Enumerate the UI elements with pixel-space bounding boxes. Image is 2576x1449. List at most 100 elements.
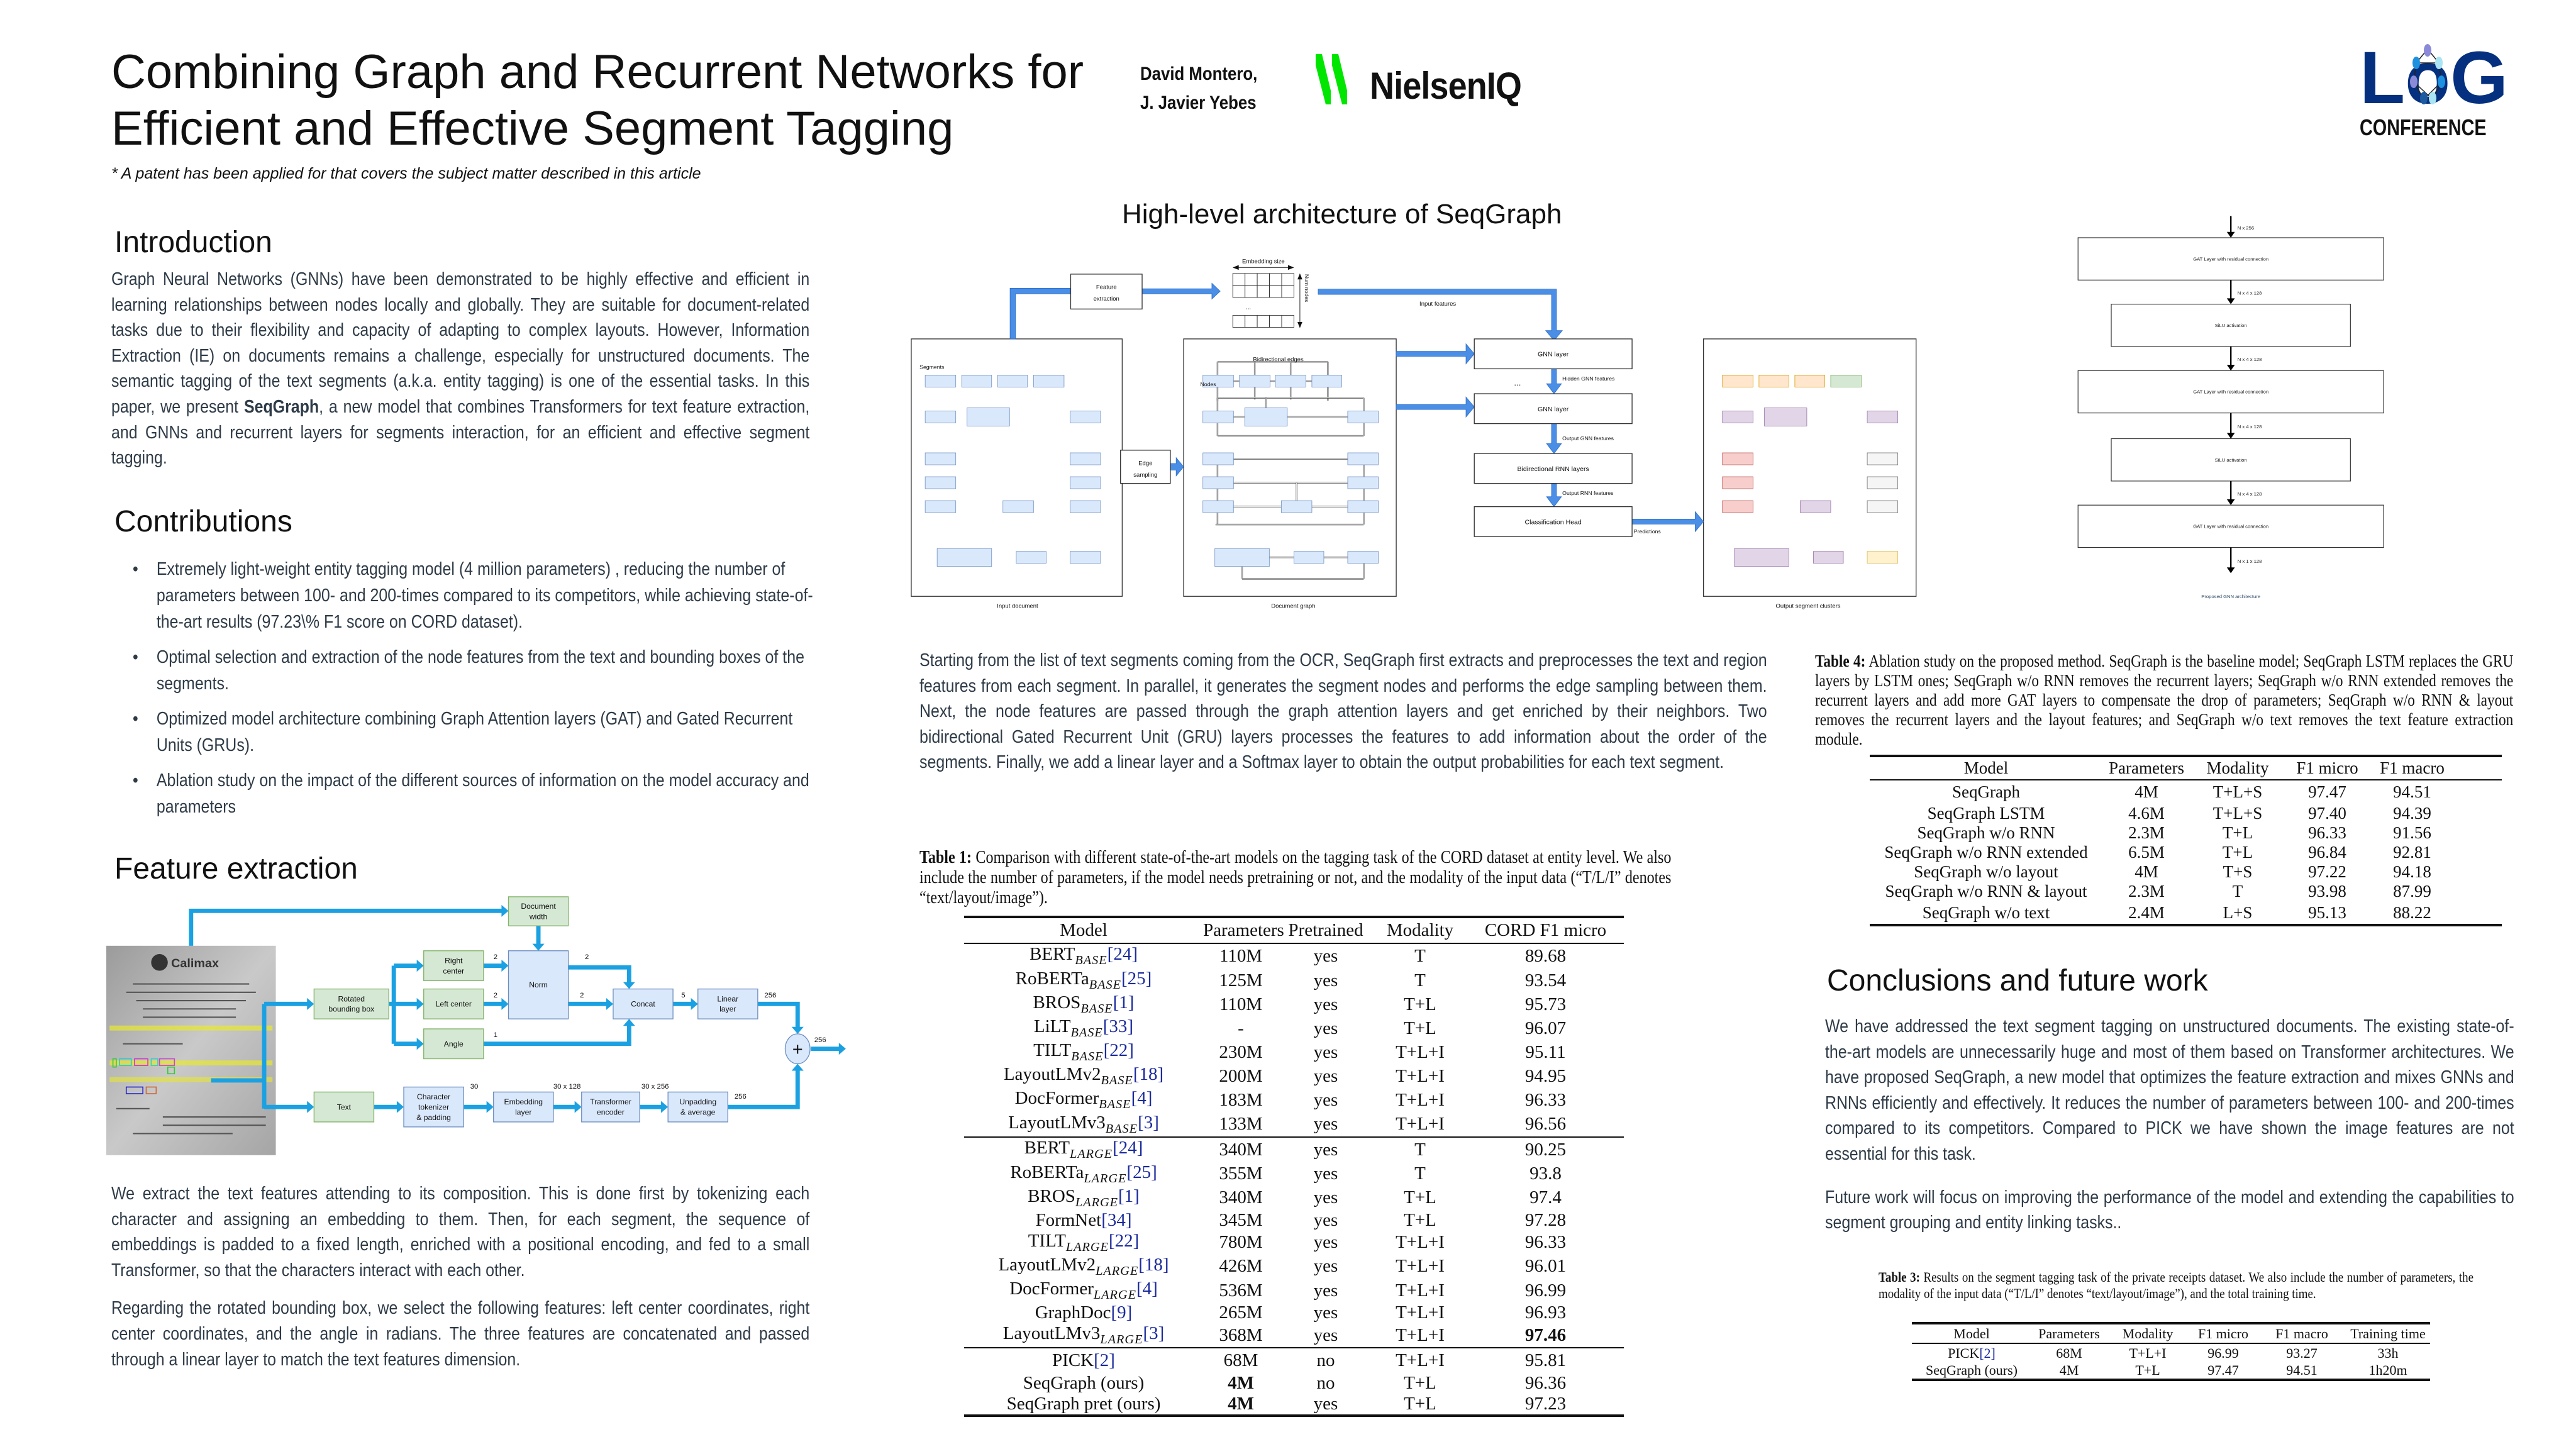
citation-link[interactable]: [25] bbox=[1121, 969, 1152, 989]
model-size-subscript: BASE bbox=[1099, 1097, 1131, 1112]
modality-cell: T+L bbox=[1404, 1018, 1436, 1038]
dim-label: 2 bbox=[494, 992, 497, 999]
flow-arrow bbox=[757, 1001, 800, 1028]
intro-model-name: SeqGraph bbox=[243, 396, 319, 417]
citation-link[interactable]: [1] bbox=[1118, 1185, 1140, 1206]
citation-link[interactable]: [3] bbox=[1138, 1112, 1159, 1133]
citation-link[interactable]: [22] bbox=[1103, 1040, 1134, 1061]
table1-caption: Table 1: Comparison with different state… bbox=[919, 848, 1671, 908]
nielseniq-logo: NielsenIQ bbox=[1316, 53, 1567, 116]
citation-link[interactable]: [4] bbox=[1131, 1088, 1153, 1109]
model-cell: LayoutLMv2LARGE[18] bbox=[964, 1255, 1203, 1279]
model-size-subscript: LARGE bbox=[1096, 1264, 1139, 1279]
citation-link[interactable]: [24] bbox=[1113, 1138, 1143, 1158]
citation-link[interactable]: [25] bbox=[1126, 1162, 1157, 1182]
f1-macro-cell: 94.39 bbox=[2393, 804, 2431, 823]
pretrained-cell: no bbox=[1316, 1350, 1335, 1371]
parameters-cell: 110M bbox=[1219, 994, 1263, 1014]
unpadding-box: Unpadding& average bbox=[667, 1091, 728, 1123]
flow-arrow bbox=[1396, 396, 1475, 418]
graph-node bbox=[1347, 500, 1379, 513]
model-cell: PICK[2] bbox=[964, 1348, 1203, 1373]
arrowhead bbox=[661, 1101, 669, 1113]
f1-micro-cell: 96.99 bbox=[2207, 1345, 2239, 1361]
input-segment bbox=[924, 411, 957, 423]
parameters-cell: 4M bbox=[2135, 782, 2158, 801]
column-header: CORD F1 micro bbox=[1484, 920, 1607, 940]
modality-cell: T+L+S bbox=[2212, 804, 2263, 823]
norm-label: Norm bbox=[529, 980, 548, 989]
citation-link[interactable]: [22] bbox=[1108, 1230, 1140, 1251]
f1-cell: 97.28 bbox=[1524, 1209, 1567, 1230]
citation-link[interactable]: [3] bbox=[1143, 1323, 1165, 1344]
model-size-subscript: BASE bbox=[1070, 1026, 1103, 1040]
gnn-layer-1-label: GNN layer bbox=[1538, 351, 1569, 358]
log-logo-mark-icon: LoG bbox=[2360, 36, 2508, 119]
citation-link[interactable]: [9] bbox=[1111, 1302, 1133, 1323]
patent-note: * A patent has been applied for that cov… bbox=[111, 165, 701, 182]
nodes-label: Nodes bbox=[1200, 381, 1216, 387]
modality-cell: T bbox=[1414, 1139, 1426, 1160]
model-cell: RoBERTaBASE[25] bbox=[964, 969, 1203, 992]
output-segment-orange bbox=[1722, 375, 1753, 387]
citation-link[interactable]: [1] bbox=[1113, 992, 1135, 1013]
pretrained-cell: yes bbox=[1313, 1394, 1338, 1414]
graph-node bbox=[1239, 375, 1270, 387]
graph-node bbox=[1347, 452, 1379, 465]
citation-link[interactable]: [18] bbox=[1133, 1064, 1164, 1085]
modality-cell: T+L+I bbox=[1396, 1302, 1445, 1323]
introduction-heading: Introduction bbox=[114, 226, 272, 259]
citation-link[interactable]: [2] bbox=[1979, 1345, 1996, 1361]
model-cell: DocFormerLARGE[4] bbox=[964, 1279, 1203, 1302]
graph-node bbox=[1202, 411, 1234, 423]
column-header: Modality bbox=[2206, 758, 2269, 777]
pretrained-cell: yes bbox=[1313, 1041, 1338, 1062]
model-name: RoBERTa bbox=[1015, 969, 1089, 989]
column-header: F1 macro bbox=[2380, 758, 2445, 777]
arrowhead bbox=[307, 997, 314, 1010]
gnn-ellipsis: ... bbox=[1514, 378, 1521, 387]
document-width-label: width bbox=[529, 912, 547, 921]
modality-cell: T bbox=[1414, 946, 1426, 966]
dim-label: 256 bbox=[735, 1093, 747, 1101]
angle-box: Angle bbox=[423, 1028, 484, 1060]
f1-micro-cell: 97.47 bbox=[2207, 1362, 2239, 1378]
contribution-item: Optimized model architecture combining G… bbox=[133, 706, 819, 758]
citation-link[interactable]: [33] bbox=[1102, 1016, 1134, 1037]
f1-macro-cell: 92.81 bbox=[2393, 843, 2431, 862]
model-size-subscript: BASE bbox=[1089, 978, 1122, 992]
table4-caption-text: Ablation study on the proposed method. S… bbox=[1815, 652, 2514, 748]
column-header: F1 macro bbox=[2275, 1325, 2328, 1341]
input-segment bbox=[924, 452, 957, 465]
tensor-dim-label: N x 1 x 128 bbox=[2238, 558, 2262, 564]
citation-link[interactable]: [34] bbox=[1101, 1209, 1132, 1230]
f1-cell: 97.46 bbox=[1524, 1324, 1567, 1345]
modality-cell: T bbox=[1414, 1163, 1426, 1184]
citation-link[interactable]: [24] bbox=[1107, 944, 1138, 965]
pretrained-cell: yes bbox=[1313, 1209, 1338, 1230]
citation-link[interactable]: [4] bbox=[1136, 1279, 1158, 1299]
matrix-cell bbox=[1281, 314, 1294, 328]
parameters-cell: 4M bbox=[1228, 1394, 1254, 1414]
f1-cell: 94.95 bbox=[1524, 1065, 1567, 1086]
parameters-cell: 200M bbox=[1219, 1065, 1263, 1086]
citation-link[interactable]: [2] bbox=[1094, 1350, 1115, 1371]
input-segment bbox=[1070, 452, 1101, 465]
rotated-bbox-label: bounding box bbox=[328, 1005, 374, 1014]
f1-cell: 93.54 bbox=[1524, 970, 1567, 991]
bidirectional-rnn-label: Bidirectional RNN layers bbox=[1518, 465, 1589, 473]
flow-arrow bbox=[483, 963, 502, 1006]
citation-link[interactable]: [18] bbox=[1138, 1254, 1169, 1275]
arrowhead bbox=[606, 997, 613, 1010]
